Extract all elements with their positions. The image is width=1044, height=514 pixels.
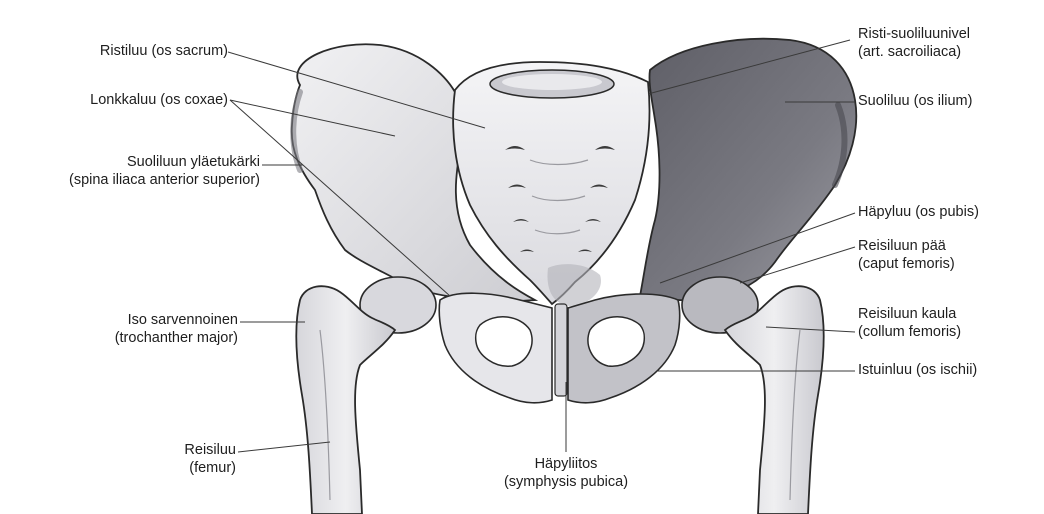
- label-femur-line1: Reisiluu: [120, 441, 236, 459]
- label-collum-line1: Reisiluun kaula: [858, 305, 1038, 323]
- symphysis-pubica: [555, 304, 567, 396]
- label-collum-line2: (collum femoris): [858, 323, 1038, 341]
- label-coxae-text: Lonkkaluu (os coxae): [40, 91, 228, 109]
- label-sacroiliac: Risti-suoliluunivel (art. sacroiliaca): [858, 25, 1038, 61]
- label-ilium-text: Suoliluu (os ilium): [858, 92, 1038, 110]
- label-symphysis-line2: (symphysis pubica): [476, 473, 656, 491]
- right-ilium: [640, 39, 856, 300]
- label-ischium-text: Istuinluu (os ischii): [858, 361, 1038, 379]
- label-symphysis-line1: Häpyliitos: [476, 455, 656, 473]
- label-sacroiliac-line2: (art. sacroiliaca): [858, 43, 1038, 61]
- label-trochanter-line1: Iso sarvennoinen: [40, 311, 238, 329]
- label-coxae: Lonkkaluu (os coxae): [40, 91, 228, 109]
- label-femur-line2: (femur): [120, 459, 236, 477]
- label-sacrum-text: Ristiluu (os sacrum): [60, 42, 228, 60]
- label-femur: Reisiluu (femur): [120, 441, 236, 477]
- label-sacroiliac-line1: Risti-suoliluunivel: [858, 25, 1038, 43]
- label-trochanter: Iso sarvennoinen (trochanther major): [40, 311, 238, 347]
- label-pubis-text: Häpyluu (os pubis): [858, 203, 1038, 221]
- label-caput: Reisiluun pää (caput femoris): [858, 237, 1038, 273]
- label-ilium: Suoliluu (os ilium): [858, 92, 1038, 110]
- label-symphysis: Häpyliitos (symphysis pubica): [476, 455, 656, 491]
- label-ischium: Istuinluu (os ischii): [858, 361, 1038, 379]
- label-pubis: Häpyluu (os pubis): [858, 203, 1038, 221]
- label-spina: Suoliluun yläetukärki (spina iliaca ante…: [40, 153, 260, 189]
- label-sacrum: Ristiluu (os sacrum): [60, 42, 228, 60]
- label-trochanter-line2: (trochanther major): [40, 329, 238, 347]
- label-collum: Reisiluun kaula (collum femoris): [858, 305, 1038, 341]
- label-spina-line1: Suoliluun yläetukärki: [40, 153, 260, 171]
- label-caput-line1: Reisiluun pää: [858, 237, 1038, 255]
- label-caput-line2: (caput femoris): [858, 255, 1038, 273]
- label-spina-line2: (spina iliaca anterior superior): [40, 171, 260, 189]
